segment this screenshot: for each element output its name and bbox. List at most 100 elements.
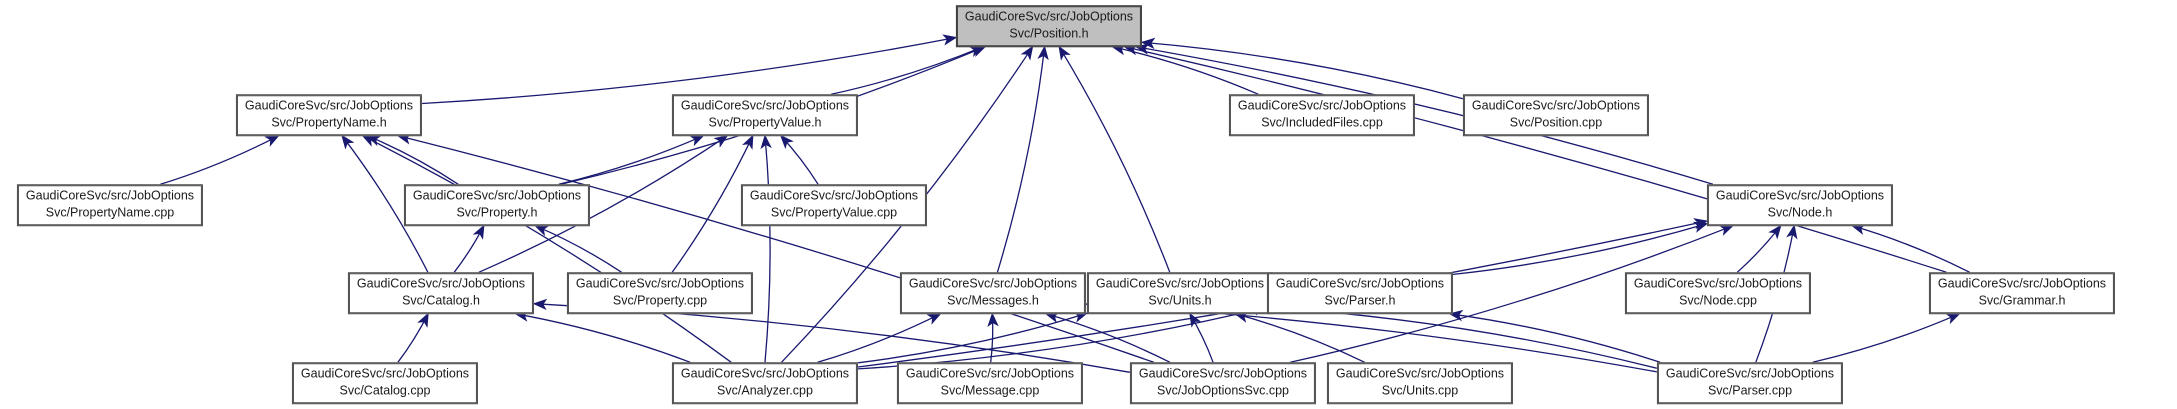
node-label-line2: Svc/Node.h [1767, 205, 1833, 220]
node-label-line2: Svc/Message.cpp [940, 383, 1040, 398]
include-edge-analyzer-cpp-to-units-h [858, 311, 1089, 364]
node-label-line1: GaudiCoreSvc/src/JobOptions [412, 188, 582, 203]
node-label-line1: GaudiCoreSvc/src/JobOptions [575, 276, 745, 291]
node-label-line2: Svc/Units.h [1148, 293, 1212, 308]
node-label-line1: GaudiCoreSvc/src/JobOptions [25, 188, 195, 203]
include-edge-parser-cpp-to-parser-h [1448, 309, 1661, 363]
include-edge-propertyvalue-h-to-position-h [831, 46, 985, 95]
node-label-line2: Svc/Parser.cpp [1707, 383, 1793, 398]
include-edge-propertyvalue-cpp-to-propertyvalue-h [779, 134, 819, 185]
node-label-line2: Svc/Catalog.cpp [339, 383, 431, 398]
include-edge-grammar-h-to-node-h [1850, 223, 1970, 273]
include-edge-units-h-to-position-h [1058, 45, 1171, 273]
node-label-line1: GaudiCoreSvc/src/JobOptions [1471, 98, 1641, 113]
node-label-line2: Svc/JobOptionsSvc.cpp [1156, 383, 1290, 398]
node-label-line1: GaudiCoreSvc/src/JobOptions [905, 366, 1075, 381]
include-edge-units-cpp-to-units-h [1233, 311, 1365, 363]
node-label-line1: GaudiCoreSvc/src/JobOptions [908, 276, 1078, 291]
node-label-line1: GaudiCoreSvc/src/JobOptions [244, 98, 414, 113]
node-label-line2: Svc/Node.cpp [1679, 293, 1757, 308]
include-edge-parser-h-to-node-h [1453, 221, 1709, 276]
include-edge-joboptionssvc-cpp-to-messages-h [1044, 311, 1171, 363]
node-label-line2: Svc/PropertyName.h [271, 115, 387, 130]
include-edge-propertyname-h-to-position-h [422, 34, 958, 105]
node-label-line1: GaudiCoreSvc/src/JobOptions [1633, 276, 1803, 291]
node-label-line2: Svc/Property.cpp [612, 293, 708, 308]
node-label-line1: GaudiCoreSvc/src/JobOptions [749, 188, 919, 203]
node-label-line2: Svc/Property.h [456, 205, 538, 220]
include-edge-messages-h-to-position-h [996, 45, 1049, 273]
node-label-line2: Svc/PropertyValue.h [708, 115, 822, 130]
node-label-line1: GaudiCoreSvc/src/JobOptions [680, 366, 850, 381]
include-edge-property-cpp-to-property-h [534, 225, 622, 273]
include-edge-joboptionssvc-cpp-to-units-h [1189, 312, 1214, 363]
node-label-line1: GaudiCoreSvc/src/JobOptions [300, 366, 470, 381]
include-edge-analyzer-cpp-to-propertyname-h [361, 135, 732, 363]
node-label-line2: Svc/Messages.h [947, 293, 1039, 308]
include-edge-grammar-h-to-position-h [1123, 44, 1947, 273]
node-label-line1: GaudiCoreSvc/src/JobOptions [1275, 276, 1445, 291]
include-edge-analyzer-cpp-to-messages-h [817, 313, 942, 363]
node-label-line2: Svc/IncludedFiles.cpp [1261, 115, 1383, 130]
node-label-line1: GaudiCoreSvc/src/JobOptions [1937, 276, 2107, 291]
include-edge-property-h-to-propertyvalue-h [558, 135, 705, 185]
include-edge-catalog-h-to-propertyname-h [341, 134, 429, 273]
node-label-line2: Svc/PropertyName.cpp [45, 205, 175, 220]
node-label-line1: GaudiCoreSvc/src/JobOptions [964, 9, 1134, 24]
include-edge-includedfiles-cpp-to-position-h [1111, 44, 1259, 95]
include-edge-analyzer-cpp-to-catalog-h [514, 310, 691, 363]
node-label-line2: Svc/Parser.h [1324, 293, 1396, 308]
include-edge-property-h-to-propertyname-h [366, 135, 459, 185]
node-label-line2: Svc/Catalog.h [402, 293, 480, 308]
include-edge-message-cpp-to-messages-h [987, 312, 999, 363]
node-label-line2: Svc/PropertyValue.cpp [770, 205, 898, 220]
node-label-line1: GaudiCoreSvc/src/JobOptions [1665, 366, 1835, 381]
include-edge-propertyname-cpp-to-propertyname-h [160, 135, 280, 185]
node-label-line1: GaudiCoreSvc/src/JobOptions [356, 276, 526, 291]
include-edge-catalog-cpp-to-catalog-h [397, 312, 429, 363]
include-edge-analyzer-cpp-to-propertyvalue-h [760, 134, 772, 363]
node-label-line1: GaudiCoreSvc/src/JobOptions [680, 98, 850, 113]
include-edge-node-h-to-position-h [1134, 43, 1714, 185]
node-label-line1: GaudiCoreSvc/src/JobOptions [1095, 276, 1265, 291]
node-label-line2: Svc/Position.cpp [1509, 115, 1603, 130]
node-label-line2: Svc/Units.cpp [1381, 383, 1459, 398]
include-edge-node-cpp-to-node-h [1736, 224, 1782, 273]
node-label-line2: Svc/Grammar.h [1978, 293, 2066, 308]
node-label-line1: GaudiCoreSvc/src/JobOptions [1335, 366, 1505, 381]
node-label-line2: Svc/Position.h [1009, 26, 1089, 41]
node-label-line2: Svc/Analyzer.cpp [717, 383, 813, 398]
include-edge-joboptionssvc-cpp-to-node-h [1290, 225, 1735, 363]
include-edge-parser-cpp-to-grammar-h [1812, 313, 1961, 363]
include-edge-catalog-h-to-property-h [453, 224, 485, 273]
include-edge-position-cpp-to-position-h [1140, 37, 1464, 100]
include-edge-catalog-h-to-propertyvalue-h [478, 135, 729, 273]
node-label-line1: GaudiCoreSvc/src/JobOptions [1237, 98, 1407, 113]
include-edge-joboptionssvc-cpp-to-propertyname-h [396, 133, 1155, 363]
node-label-line1: GaudiCoreSvc/src/JobOptions [1715, 188, 1885, 203]
node-label-line1: GaudiCoreSvc/src/JobOptions [1138, 366, 1308, 381]
